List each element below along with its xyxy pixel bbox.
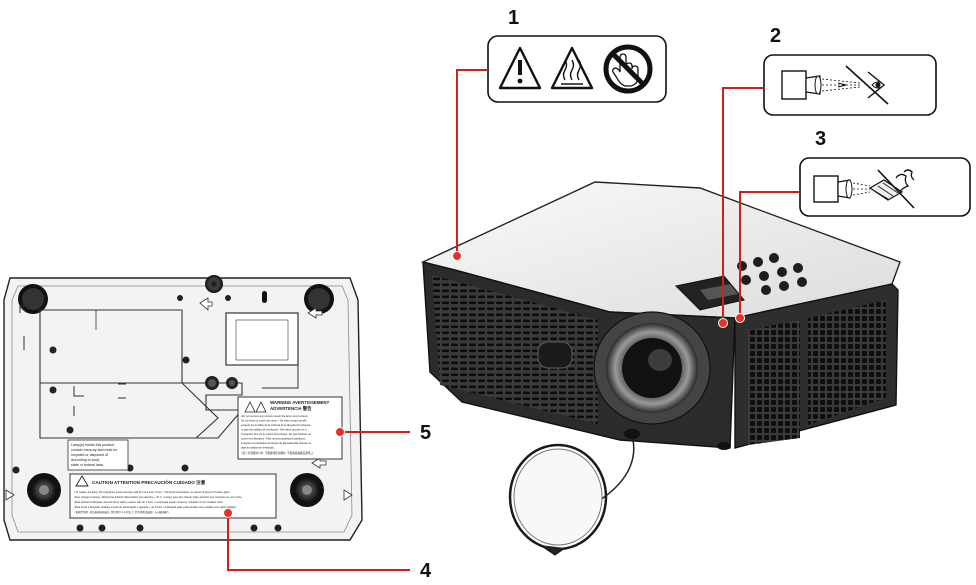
callout-dot-5 <box>335 427 345 437</box>
mercury-line: recycled or disposed of <box>71 453 108 457</box>
leader-line-1 <box>456 69 488 254</box>
warning-line: couvrir les aérations. •Não remova quais… <box>241 437 306 441</box>
callout-dot-2 <box>718 318 728 328</box>
label-box-3 <box>799 157 971 217</box>
leader-line-3 <box>739 191 800 318</box>
warning-triangle-icon <box>498 46 542 90</box>
warning-label: WARNING AVERTISSEMENT ADVERTENCIA 警告 •Do… <box>237 396 343 460</box>
callout-number-3: 3 <box>815 128 826 150</box>
warning-subtitle: ADVERTENCIA 警告 <box>270 405 312 412</box>
warning-line: • 除了灯罩螺丝以外, 不要拆卸任何螺丝. 不要堵塞或覆盖通风口. <box>241 451 314 455</box>
warning-line: Do not block or cover the vents. • No re… <box>241 419 307 423</box>
callout-number-1: 1 <box>508 7 519 29</box>
projector-bottom-view: WARNING AVERTISSEMENT ADVERTENCIA 警告 •Do… <box>3 275 363 541</box>
no-obstruct-lens-icon <box>813 169 915 209</box>
caution-title: CAUTION ATTENTION PRECAUCIÓN CUIDADO 注意 <box>92 478 206 486</box>
warning-line: l'exception des vis du cache de la lampe… <box>241 432 311 436</box>
warning-line: exceptos os parafusos da tampa da lâmpad… <box>241 441 312 445</box>
leader-line-2 <box>722 87 764 323</box>
warning-line: excepto los tornillos de la cubierta de … <box>241 423 311 427</box>
label-box-2 <box>763 54 937 116</box>
caution-line: •Pour changer la lampe, débrancher d'abo… <box>74 496 243 499</box>
no-look-into-lens-icon <box>781 65 889 105</box>
warning-line: ni tape las salidas de ventilación. •Ne … <box>241 428 307 432</box>
label-box-1 <box>487 35 667 103</box>
caution-label: CAUTION ATTENTION PRECAUCIÓN CUIDADO 注意 … <box>69 473 277 519</box>
caution-line: • 更换灯泡时, 首先拔掉电源插头, 然后等待 1 小时以上. 灯泡可能会破裂,… <box>74 510 170 514</box>
mercury-line: according to local, <box>71 458 100 462</box>
callout-dot-3 <box>735 313 745 323</box>
callout-number-5: 5 <box>420 422 431 444</box>
warning-line: •Do not remove any screws except the lam… <box>241 414 308 418</box>
mercury-line: state or federal laws. <box>71 463 104 467</box>
leader-line-4 <box>227 513 410 571</box>
no-touch-icon <box>603 44 653 94</box>
mercury-label: Lamp(s) inside this product contain merc… <box>67 439 129 471</box>
caution-line: •Para trocar a lâmpada, desligue a fonte… <box>74 506 237 509</box>
mercury-line: Lamp(s) inside this product <box>71 443 114 447</box>
caution-line: •Para cambiar la lámpara, desenchufe el … <box>74 501 223 504</box>
projector-front-view <box>420 181 901 556</box>
caution-line: • To replace the lamp, first unplug the … <box>74 491 231 494</box>
warning-title: WARNING AVERTISSEMENT <box>270 400 330 405</box>
mercury-line: contain mercury and must be <box>71 448 117 452</box>
callout-dot-1 <box>452 251 462 261</box>
warning-line: tape as saídas de ventilação. <box>241 446 275 450</box>
callout-dot-4 <box>223 508 233 518</box>
callout-number-2: 2 <box>770 25 781 47</box>
hot-surface-icon <box>550 46 594 90</box>
callout-number-4: 4 <box>420 560 432 580</box>
